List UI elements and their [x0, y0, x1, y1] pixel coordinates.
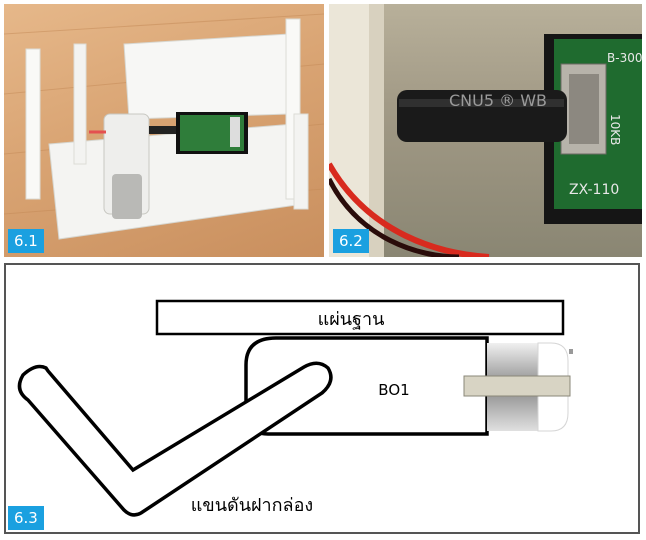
base-plate-label: แผ่นฐาน: [318, 309, 385, 330]
figure-6-2-badge: 6.2: [333, 229, 369, 253]
diagram-panel: แผ่นฐาน BO1 แขนดันฝากล่อง 6.3: [4, 263, 640, 534]
figure-6-3-badge: 6.3: [8, 506, 44, 530]
arm-label: แขนดันฝากล่อง: [191, 495, 313, 516]
board-text-bottom: ZX-110: [569, 182, 619, 198]
shaft-marking: CNU5 ® WB: [449, 91, 547, 110]
board-text-top: B-300: [607, 51, 642, 65]
photo-servo-illustration: [4, 13, 324, 240]
arm-shape: [17, 361, 333, 517]
photo-servo-on-base: 6.1: [4, 4, 324, 257]
photo-servo-closeup: CNU5 ® WB B-300 10KB ZX-110 6.2: [329, 4, 642, 257]
servo-arm-diagram: แผ่นฐาน BO1 แขนดันฝากล่อง: [17, 299, 573, 517]
motor-shaft-shape: [463, 375, 571, 397]
module-label: BO1: [378, 381, 409, 399]
base-plate-shape: [155, 299, 565, 336]
board-text-side: 10KB: [608, 114, 622, 145]
figure-6-1-badge: 6.1: [8, 229, 44, 253]
photo-closeup-illustration: CNU5 ® WB B-300 10KB ZX-110: [329, 4, 642, 257]
